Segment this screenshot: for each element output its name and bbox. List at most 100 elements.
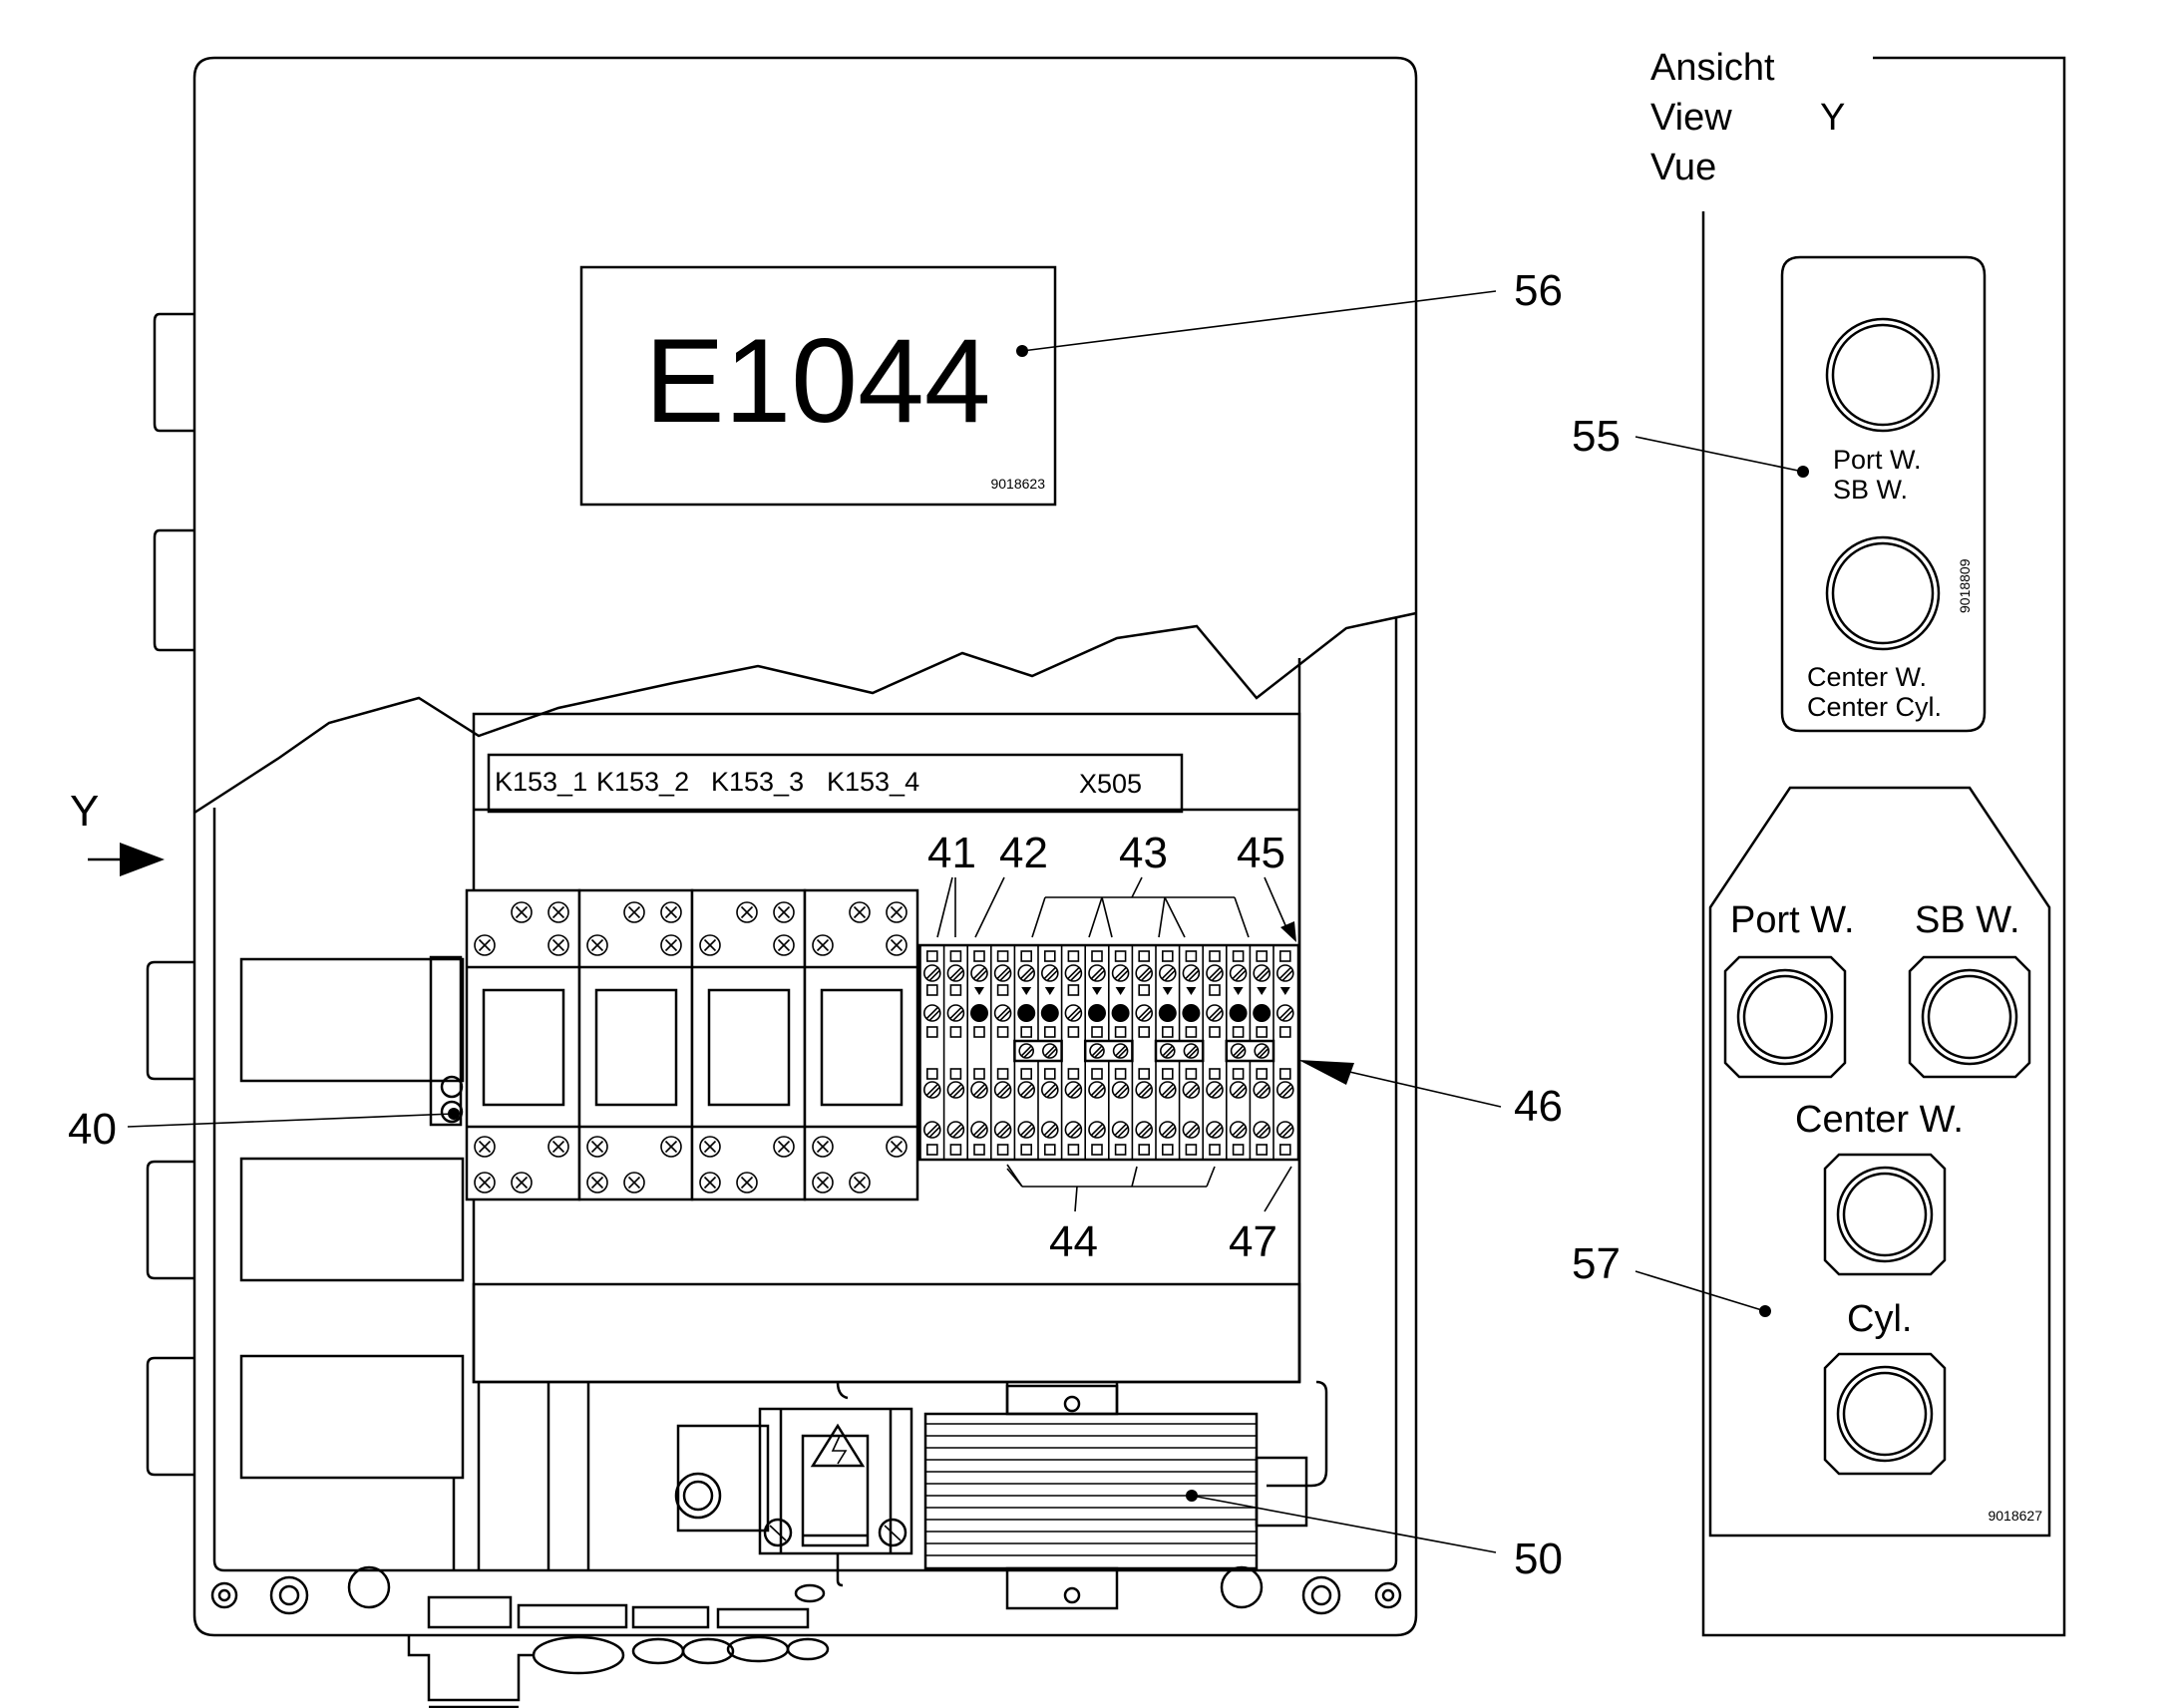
screw-icon [660, 934, 682, 956]
terminal-screw-icon [1135, 1081, 1153, 1099]
callout-55: 55 [1572, 412, 1621, 461]
jumper-dot-icon [1111, 1004, 1130, 1022]
callout-41: 41 [927, 829, 976, 877]
terminal-screw-icon [1088, 1081, 1106, 1099]
screw-icon [547, 1136, 569, 1158]
terminal-screw-icon [922, 1004, 941, 1022]
callout-leaders [127, 290, 1502, 1553]
callout-40: 40 [68, 1105, 117, 1154]
terminal-screw-icon [1276, 1081, 1294, 1099]
arrow-marker-icon [1186, 987, 1197, 995]
jumper-dot-icon [1040, 1004, 1059, 1022]
terminal-screw-icon [1064, 964, 1083, 982]
screw-icon [699, 1172, 721, 1194]
terminal-screw-icon [970, 964, 988, 982]
arrow-marker-icon [1233, 987, 1244, 995]
terminal-screw-icon [1182, 964, 1201, 982]
callout-46: 46 [1514, 1082, 1563, 1131]
terminal-screw-icon [1088, 1121, 1106, 1139]
callout-42: 42 [999, 829, 1048, 877]
terminal-screw-icon [1112, 1043, 1129, 1059]
sign-text: E1044 [645, 314, 991, 448]
bridge-jumper [1154, 1039, 1205, 1063]
view-arrow: Y [70, 787, 165, 876]
terminal-screw-icon [1135, 1121, 1153, 1139]
screw-icon [812, 1172, 834, 1194]
arrow-marker-icon [1257, 987, 1268, 995]
screw-icon [511, 1172, 533, 1194]
terminal [1155, 945, 1177, 1160]
callout-45: 45 [1237, 829, 1285, 877]
terminal-block [917, 943, 1300, 1162]
terminal-screw-icon [1159, 1121, 1177, 1139]
terminal-screw-icon [1041, 1081, 1059, 1099]
jumper-dot-icon [1017, 1004, 1036, 1022]
terminal-screw-icon [1135, 1004, 1153, 1022]
bridge-jumper [1083, 1039, 1134, 1063]
screw-icon [660, 1136, 682, 1158]
terminal-screw-icon [1111, 964, 1130, 982]
arrow-marker-icon [1162, 987, 1173, 995]
relay-module [803, 888, 919, 1201]
lower-label-center-w: Center W. [1795, 1099, 1964, 1141]
terminal-screw-icon [922, 964, 941, 982]
screw-icon [886, 901, 908, 923]
callout-56: 56 [1514, 266, 1563, 315]
pushbutton-icon [1823, 1153, 1947, 1276]
arrow-marker-icon [1115, 987, 1126, 995]
terminal-screw-icon [1253, 1121, 1271, 1139]
terminal-screw-icon [1089, 1043, 1105, 1059]
relay-module [465, 888, 581, 1201]
view-title-vue: Vue [1650, 147, 1716, 188]
terminal-screw-icon [946, 1121, 965, 1139]
terminal-screw-icon [922, 1081, 941, 1099]
terminal-screw-icon [922, 1121, 941, 1139]
terminal-screw-icon [1111, 1121, 1130, 1139]
terminal-screw-icon [993, 1121, 1012, 1139]
arrow-marker-icon [1279, 987, 1290, 995]
callout-numbers: 56 40 41 42 43 45 46 44 47 50 55 57 [68, 266, 1621, 1583]
arrow-marker-icon [974, 987, 984, 995]
terminal-screw-icon [1276, 1004, 1294, 1022]
relay-module [577, 888, 694, 1201]
enclosure [146, 56, 1418, 1708]
jumper-dot-icon [970, 1004, 988, 1022]
view-marker-y: Y [1820, 97, 1845, 139]
view-arrow-label: Y [70, 787, 99, 836]
callout-57: 57 [1572, 1239, 1621, 1288]
jumper-dot-icon [1158, 1004, 1177, 1022]
terminal-screw-icon [1041, 964, 1059, 982]
pushbutton-icon [1723, 955, 1847, 1079]
label-k153-1: K153_1 [495, 767, 587, 797]
screw-icon [547, 901, 569, 923]
terminal-screw-icon [1276, 964, 1294, 982]
screw-icon [773, 934, 795, 956]
view-title-view: View [1650, 97, 1732, 139]
screw-icon [773, 901, 795, 923]
terminal [1272, 945, 1294, 1160]
screw-icon [474, 934, 496, 956]
terminal-screw-icon [1017, 1121, 1035, 1139]
terminal-screw-icon [1206, 1121, 1224, 1139]
upper-box-code: 9018809 [1957, 558, 1973, 613]
terminal [1131, 945, 1153, 1160]
terminal-screw-icon [946, 1004, 965, 1022]
terminal-screw-icon [1229, 1121, 1248, 1139]
terminal [942, 945, 965, 1160]
screw-icon [660, 901, 682, 923]
screw-icon [849, 1172, 871, 1194]
terminal [989, 945, 1012, 1160]
terminal-screw-icon [1064, 1004, 1083, 1022]
screw-icon [699, 1136, 721, 1158]
screw-icon [586, 1172, 608, 1194]
bridge-jumper [1225, 1039, 1275, 1063]
terminal-screw-icon [1276, 1121, 1294, 1139]
terminal-screw-icon [1206, 1081, 1224, 1099]
bridge-jumper [1013, 1039, 1063, 1063]
label-k153-3: K153_3 [711, 767, 804, 797]
label-k153-4: K153_4 [827, 767, 919, 797]
terminal-screw-icon [970, 1121, 988, 1139]
lower-label-cyl: Cyl. [1847, 1298, 1912, 1340]
screw-icon [586, 1136, 608, 1158]
lower-box-code: 9018627 [1988, 1508, 2042, 1524]
